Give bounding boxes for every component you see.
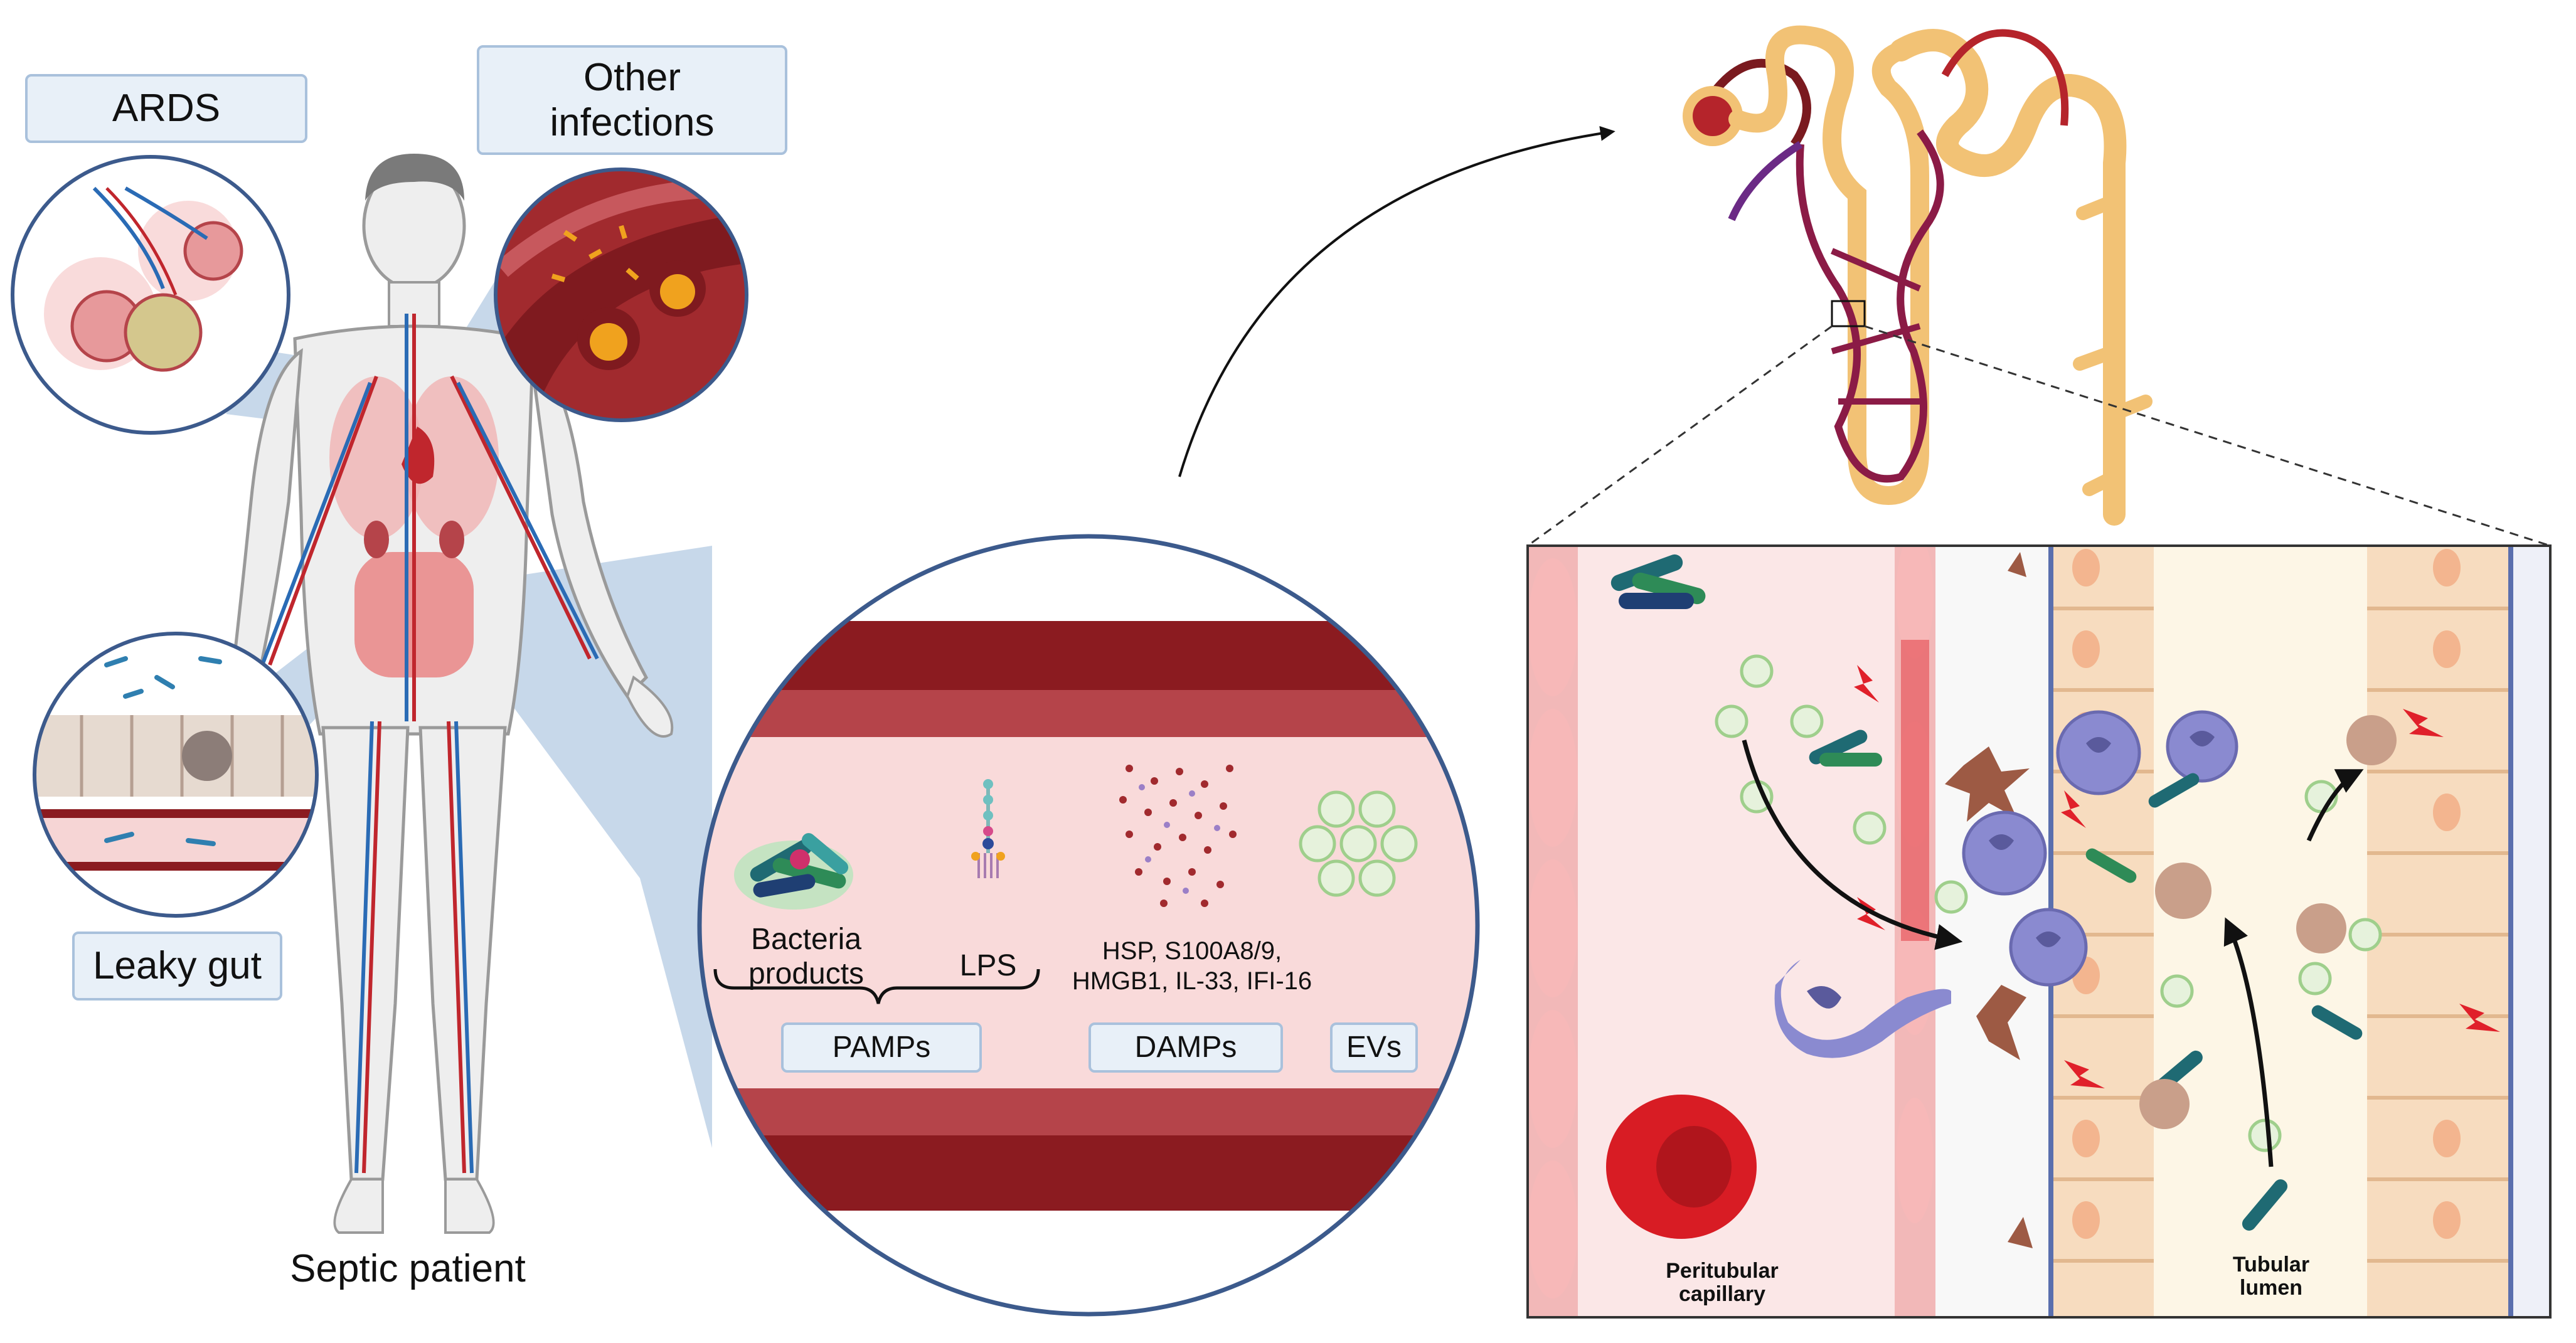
lps-icon xyxy=(971,779,1005,878)
peritubular-capillary-label: Peritubular capillary xyxy=(1666,1258,1779,1306)
damps-list-label: HSP, S100A8/9, HMGB1, IL-33, IFI-16 xyxy=(1072,937,1312,995)
lung-inset-border xyxy=(11,155,290,435)
kidney-arrow xyxy=(1178,125,1615,477)
damps-label: DAMPs xyxy=(1088,1022,1283,1073)
ards-label: ARDS xyxy=(25,74,307,143)
tissue-panel-border xyxy=(1526,544,2552,1319)
tissue-panel xyxy=(1528,546,2550,1317)
lung-inset xyxy=(13,157,289,433)
zoom-box xyxy=(1831,300,1866,327)
leaky-gut-label: Leaky gut xyxy=(72,932,282,1001)
pamps-brace xyxy=(713,969,1040,1004)
bacteria-products-icon xyxy=(734,833,853,910)
lps-label: LPS xyxy=(959,949,1017,983)
tissue-bacteria xyxy=(1610,554,2363,1231)
vessel-inset-border xyxy=(697,534,1480,1317)
evs-icon xyxy=(1299,790,1418,897)
tubular-lumen-label: Tubular lumen xyxy=(2232,1252,2310,1300)
infection-inset-border xyxy=(494,167,748,422)
bacteria-products-label: Bacteria products xyxy=(748,922,865,990)
damps-dots-icon xyxy=(1119,765,1237,907)
other-infections-label: Other infections xyxy=(477,45,787,155)
gut-inset xyxy=(35,634,317,916)
pamps-label: PAMPs xyxy=(781,1022,982,1073)
septic-patient-figure xyxy=(230,154,674,1234)
evs-label: EVs xyxy=(1330,1022,1418,1073)
nephron-icon xyxy=(1683,25,2153,526)
septic-patient-label: Septic patient xyxy=(290,1246,526,1290)
infection-inset xyxy=(496,169,747,420)
gut-inset-border xyxy=(33,632,319,918)
